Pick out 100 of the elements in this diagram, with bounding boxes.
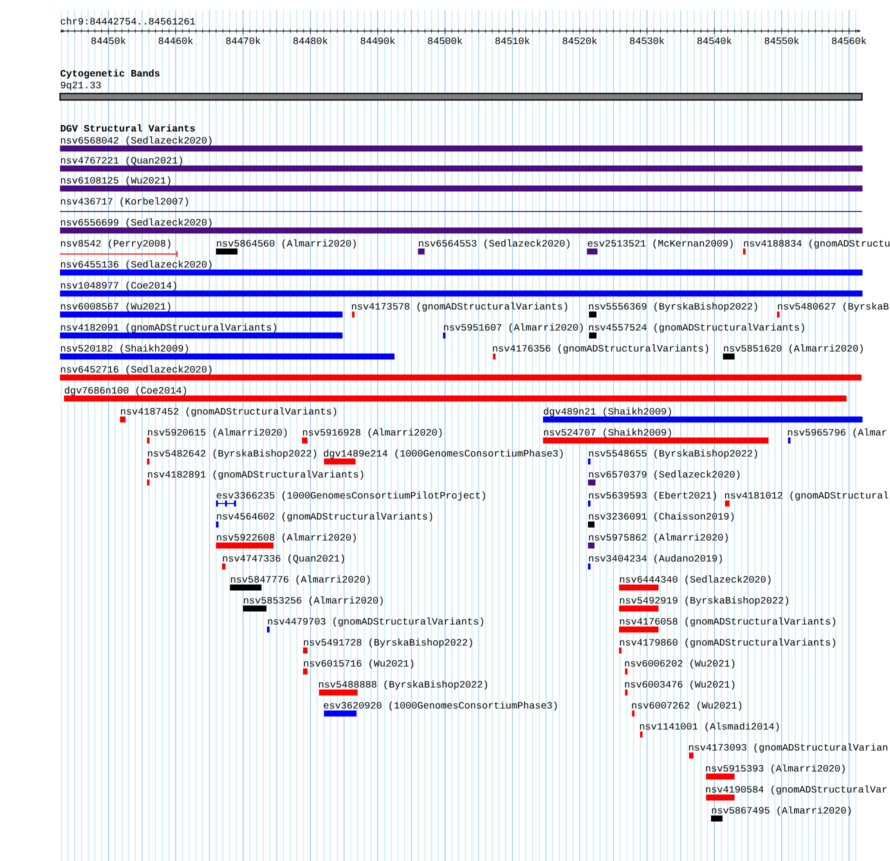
variant-feature: nsv4176356 (gnomADStructuralVariants) (493, 344, 708, 360)
node-label: nsv5491728 (ByrskaBishop2022) (304, 638, 472, 648)
variant-feature: nsv6564553 (Sedlazeck2020) (418, 239, 570, 254)
variant-feature: nsv5491728 (ByrskaBishop2022) (303, 638, 472, 654)
tick-label: 84480k (293, 36, 328, 44)
node-label: dgv1489e214 (1000GenomesConsortiumPhase3) (324, 449, 563, 459)
variant-feature: nsv4190584 (gnomADStructuralVar (706, 785, 887, 800)
node-label: nsv4182091 (gnomADStructuralVariants) (61, 323, 276, 333)
track-heading: Cytogenetic Bands (60, 69, 160, 79)
variant-feature: nsv6108125 (Wu2021) (60, 176, 863, 192)
variant-feature: nsv5639593 (Ebert2021) (588, 491, 716, 506)
variant-feature: nsv6006202 (Wu2021) (625, 659, 734, 674)
node-label: nsv4179860 (gnomADStructuralVariants) (620, 638, 836, 648)
tick-label: 84530k (630, 36, 664, 44)
tick-label: 84540k (697, 36, 732, 44)
node-label: nsv4188834 (gnomADStructu (744, 239, 890, 249)
variant-feature: nsv6007262 (Wu2021) (632, 701, 742, 716)
tick-label: 84460k (158, 36, 193, 44)
variant-feature: nsv4173578 (gnomADStructuralVariants) (352, 302, 568, 318)
variant-feature: nsv6568042 (Sedlazeck2020) (60, 136, 863, 152)
variant-feature: nsv3404234 (Audano2019) (588, 554, 722, 570)
variant-feature: nsv5492919 (ByrskaBishop2022) (619, 596, 788, 612)
node-label: esv3620920 (1000GenomesConsortiumPhase3) (324, 701, 557, 711)
track-heading: DGV Structural Variants (60, 124, 195, 132)
variant-feature: nsv5488888 (ByrskaBishop2022) (319, 680, 488, 696)
node-label: nsv4173578 (gnomADStructuralVariants) (352, 302, 568, 312)
node-label: nsv5922608 (Almarri2020) (217, 533, 356, 543)
node-label: nsv5847776 (Almarri2020) (231, 575, 370, 585)
node-label: nsv6006202 (Wu2021) (625, 659, 734, 669)
node-label: nsv4182891 (gnomADStructuralVariants) (148, 470, 364, 480)
node-label: nsv3404234 (Audano2019) (589, 554, 722, 564)
variant-feature: nsv5864560 (Almarri2020) (216, 239, 356, 254)
node-label: nsv3236091 (Chaisson2019) (589, 512, 734, 522)
variant-feature: nsv5556369 (ByrskaBishop2022) (589, 302, 758, 318)
node-label: nsv6008567 (Wu2021) (61, 302, 170, 312)
node-label: nsv6452716 (Sedlazeck2020) (61, 365, 212, 375)
variant-feature: nsv4767221 (Quan2021) (60, 156, 863, 172)
node-label: nsv5920615 (Almarri2020) (148, 428, 287, 438)
variant-feature: nsv5867495 (Almarri2020) (711, 806, 851, 822)
variant-feature: nsv6015716 (Wu2021) (303, 659, 414, 674)
variant-feature: nsv5480627 (ByrskaB (777, 302, 889, 318)
node-label: nsv5867495 (Almarri2020) (712, 806, 851, 816)
tick-label: 84560k (832, 36, 866, 44)
variant-feature: nsv436717 (Korbel2007) (60, 197, 863, 212)
variant-feature: dgv7686n100 (Coe2014) (64, 386, 847, 402)
variant-feature: nsv5482642 (ByrskaBishop2022) (147, 449, 316, 464)
node-label: nsv6444340 (Sedlazeck2020) (620, 575, 770, 585)
variant-feature: nsv4173093 (gnomADStructuralVarian (689, 743, 888, 758)
variant-feature: nsv1048977 (Coe2014) (60, 281, 863, 296)
variant-feature: nsv5975862 (Almarri2020) (588, 533, 728, 548)
node-label: nsv6455136 (Sedlazeck2020) (61, 260, 212, 270)
tick-label: 84500k (428, 36, 462, 44)
node-label: nsv5851620 (Almarri2020) (724, 344, 863, 354)
node-label: nsv6015716 (Wu2021) (304, 659, 414, 669)
variant-feature: nsv6003476 (Wu2021) (625, 680, 734, 696)
node-label: nsv4173093 (gnomADStructuralVarian (689, 743, 888, 753)
variant-feature: nsv8542 (Perry2008) (60, 239, 178, 258)
variant-feature: nsv5851620 (Almarri2020) (723, 344, 863, 360)
variant-feature: nsv4187452 (gnomADStructuralVariants) (120, 407, 336, 422)
node-label: nsv520182 (Shaikh2009) (61, 344, 188, 354)
tick-label: 84550k (764, 36, 799, 44)
variant-feature: esv3366235 (1000GenomesConsortiumPilotProject) (216, 491, 486, 506)
node-label: nsv6108125 (Wu2021) (61, 176, 170, 186)
tick-label: 84520k (562, 36, 597, 44)
node-label: nsv5975862 (Almarri2020) (589, 533, 728, 543)
variant-feature: nsv5951607 (Almarri2020) (443, 323, 583, 338)
variant-feature: nsv4557524 (gnomADStructuralVariants) (589, 323, 804, 338)
variant-feature: nsv6444340 (Sedlazeck2020) (619, 575, 770, 590)
node-label: nsv4747336 (Quan2021) (223, 554, 344, 564)
variant-feature: nsv520182 (Shaikh2009) (60, 344, 394, 360)
variant-feature: nsv5853256 (Almarri2020) (243, 596, 383, 612)
node-label: nsv4767221 (Quan2021) (61, 156, 182, 166)
node-label: nsv4479703 (gnomADStructuralVariants) (268, 617, 484, 627)
variant-feature: nsv1141001 (Alsmadi2014) (640, 722, 779, 738)
node-label: nsv5915393 (Almarri2020) (706, 764, 845, 774)
node-label: nsv4190584 (gnomADStructuralVar (706, 785, 887, 795)
node-label: nsv4176356 (gnomADStructuralVariants) (493, 344, 708, 354)
node-label: nsv4187452 (gnomADStructuralVariants) (121, 407, 336, 417)
tick-label: 84490k (360, 36, 395, 44)
variant-feature: nsv5922608 (Almarri2020) (216, 533, 356, 548)
variant-feature: nsv524707 (Shaikh2009) (543, 428, 769, 444)
variant-feature: nsv6008567 (Wu2021) (60, 302, 342, 318)
variant-feature: nsv4181012 (gnomADStructural (725, 491, 888, 506)
variant-feature: nsv5915393 (Almarri2020) (706, 764, 845, 780)
node-label: esv2513521 (McKernan2009) (588, 239, 733, 249)
variant-feature: nsv3236091 (Chaisson2019) (588, 512, 734, 528)
node-label: nsv5488888 (ByrskaBishop2022) (319, 680, 488, 690)
node-label: nsv6568042 (Sedlazeck2020) (61, 136, 212, 146)
node-label: nsv5548655 (ByrskaBishop2022) (589, 449, 758, 459)
variant-feature: nsv4176058 (gnomADStructuralVariants) (619, 617, 836, 632)
variant-feature: nsv5965796 (Almar (788, 428, 886, 444)
variant-feature: nsv6570379 (Sedlazeck2020) (588, 470, 740, 486)
variant-feature: nsv4182091 (gnomADStructuralVariants) (60, 323, 342, 338)
node-label: esv3366235 (1000GenomesConsortiumPilotProject) (216, 491, 486, 501)
tick-label: 84510k (495, 36, 530, 44)
variant-feature: nsv4182891 (gnomADStructuralVariants) (147, 470, 364, 486)
node-label: nsv6564553 (Sedlazeck2020) (419, 239, 570, 249)
variant-feature: nsv5916928 (Almarri2020) (302, 428, 442, 444)
node-label: nsv6570379 (Sedlazeck2020) (589, 470, 740, 480)
variant-feature: esv3620920 (1000GenomesConsortiumPhase3) (324, 701, 557, 716)
